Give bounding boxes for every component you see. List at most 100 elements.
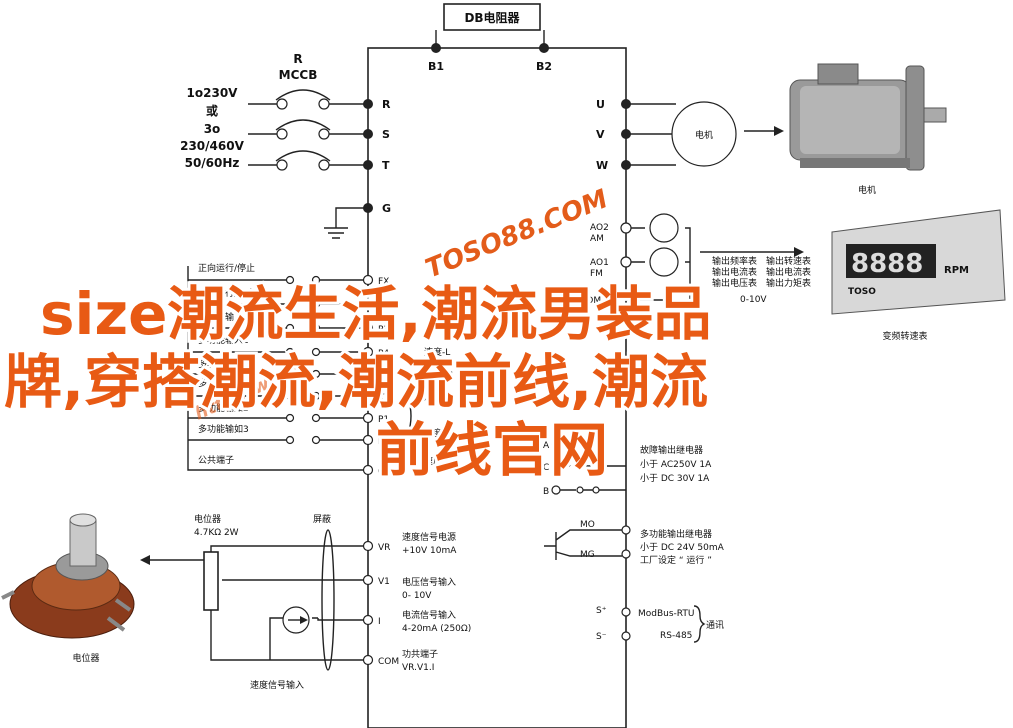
fm-label: FM: [590, 269, 603, 279]
di-terminal-3: P3: [378, 325, 389, 335]
relay-a-label: A: [543, 441, 550, 451]
tach-digits: 8888: [851, 249, 923, 279]
multi-output: MO MG 多功能输出继电器 小于 DC 24V 50mA 工厂设定 “ 运行 …: [544, 520, 725, 566]
i-text-2: 4-20mA (250Ω): [402, 624, 471, 634]
meter-desc-1: 输出频率表: [712, 255, 757, 267]
supply-line-4: 230/460V: [180, 139, 244, 153]
svg-text:size潮流生活,潮流男装品: size潮流生活,潮流男装品: [40, 280, 712, 348]
overlay-line-3: 前线官网: [376, 416, 608, 484]
comm-text-2: RS-485: [660, 631, 692, 641]
pot-photo-label: 电位器: [72, 652, 99, 664]
s-plus-label: S⁺: [596, 606, 607, 616]
relay-b-label: B: [543, 487, 549, 497]
relay-text-2: 小于 AC250V 1A: [640, 459, 712, 470]
mo-text-2: 小于 DC 24V 50mA: [640, 542, 725, 553]
terminal-t: T: [382, 159, 390, 172]
breaker-contacts: [248, 89, 368, 171]
di-terminal-9: COM: [378, 467, 399, 477]
tachometer-illustration: 8888 RPM TOSO: [831, 209, 1006, 315]
i-text-1: 电流信号输入: [402, 609, 456, 621]
supply-line-3: 3o: [204, 122, 221, 136]
svg-text:牌,穿搭潮流,潮流前线,潮流: 牌,穿搭潮流,潮流前线,潮流: [4, 348, 708, 416]
motor-photo-label: 电机: [858, 184, 876, 196]
breaker-r-label: R: [293, 52, 302, 66]
di-label-2: 反向运行/停止: [198, 287, 255, 299]
pot-title: 电位器: [194, 513, 221, 525]
vr-text-2: +10V 10mA: [402, 546, 457, 556]
di-note-4: 速度-L: [424, 427, 450, 439]
di-label-9: 公共端子: [198, 454, 234, 466]
com-text-1: 功共端子: [402, 648, 438, 660]
mo-text-3: 工厂设定 “ 运行 ”: [640, 554, 712, 566]
mo-text-1: 多功能输出继电器: [640, 528, 712, 540]
b2-label: B2: [536, 60, 552, 73]
ai-terminal-com: COM: [378, 657, 399, 667]
supply-line-1: 1o230V: [187, 86, 239, 100]
pot-spec: 4.7KΩ 2W: [194, 528, 239, 538]
meter-desc-2: 输出电流表: [712, 266, 757, 278]
ai-terminal-v1: V1: [378, 577, 390, 587]
meter-desc-5: 输出电流表: [766, 266, 811, 278]
s-minus-label: S⁻: [596, 632, 607, 642]
terminal-w: W: [596, 159, 608, 172]
comm-terminals: S⁺ S⁻ ModBus-RTU RS-485 通讯: [596, 605, 724, 643]
fault-relay: A C B 故障输出继电器 小于 AC250V 1A 小于 DC 30V 1A: [543, 439, 712, 497]
v1-text-2: 0- 10V: [402, 591, 432, 601]
di-note-3: 速度-H: [424, 391, 452, 403]
tach-unit: RPM: [944, 265, 969, 276]
relay-text-3: 小于 DC 30V 1A: [640, 473, 710, 484]
potentiometer-illustration: [1, 513, 135, 639]
di-terminal-5: BST: [378, 371, 396, 381]
di-note-5: 速度-H: [424, 455, 452, 467]
terminal-g: G: [382, 202, 391, 215]
meter-desc-4: 输出转速表: [766, 255, 811, 267]
speed-input-caption: 速度信号输入: [250, 679, 304, 691]
digital-input-block: 正向运行/停止 反向运行/停止 多功能输入1 多功能输入2 多功能复位 多功能输…: [187, 262, 453, 477]
di-terminal-7: P1: [378, 415, 389, 425]
mo-label: MO: [580, 520, 595, 530]
v1-text-1: 电压信号输入: [402, 576, 456, 588]
ground-symbol: [324, 207, 368, 239]
shield-label: 屏蔽: [313, 513, 331, 525]
meter-1: [649, 213, 679, 243]
di-terminal-8: P2: [378, 437, 389, 447]
comm-text-3: 通讯: [706, 620, 724, 631]
vr-text-1: 速度信号电源: [402, 531, 456, 543]
db-resistor-box: [443, 3, 541, 31]
ao2-label: AO2: [590, 223, 609, 233]
supply-line-2: 或: [206, 103, 218, 118]
ai-terminal-vr: VR: [378, 543, 390, 553]
tach-brand: TOSO: [848, 287, 876, 297]
mg-label: MG: [580, 550, 595, 560]
motor-illustration: [789, 63, 947, 171]
di-label-3: 多功能输入1: [198, 311, 249, 323]
ai-terminal-i: I: [378, 617, 381, 627]
di-label-4: 多功能输入2: [198, 334, 249, 346]
svg-text:前线官网: 前线官网: [376, 416, 608, 484]
overlay-line-1: size潮流生活,潮流男装品: [40, 280, 712, 348]
breaker-mccb-label: MCCB: [279, 68, 318, 82]
motor-symbol: [671, 101, 737, 167]
b1-label: B1: [428, 60, 444, 73]
inverter-body: [367, 47, 627, 728]
di-label-7: 多功能输如2: [198, 402, 249, 414]
di-label-5: 多功能复位: [198, 358, 243, 370]
terminal-s: S: [382, 128, 390, 141]
relay-text-1: 故障输出继电器: [640, 444, 703, 456]
terminal-u: U: [596, 98, 605, 111]
overlay-headline: size潮流生活,潮流男装品 size潮流生活,潮流男装品 牌,穿搭潮流,潮流前…: [1, 277, 715, 487]
meter-2: [649, 247, 679, 277]
supply-line-5: 50/60Hz: [185, 156, 240, 170]
comm-text-1: ModBus-RTU: [638, 609, 694, 619]
di-note-2: 速度-M: [424, 369, 453, 381]
db-resistor-label: DB电阻器: [464, 10, 520, 25]
tach-caption: 变频转速表: [882, 330, 927, 342]
di-terminal-1: FX: [378, 277, 389, 287]
terminal-v: V: [596, 128, 605, 141]
pot-resistor: [203, 551, 219, 611]
di-terminal-4: P4: [378, 349, 389, 359]
di-terminal-6: JOG: [377, 393, 395, 403]
di-terminal-2: RX: [378, 301, 390, 311]
motor-symbol-label: 电机: [695, 129, 713, 141]
